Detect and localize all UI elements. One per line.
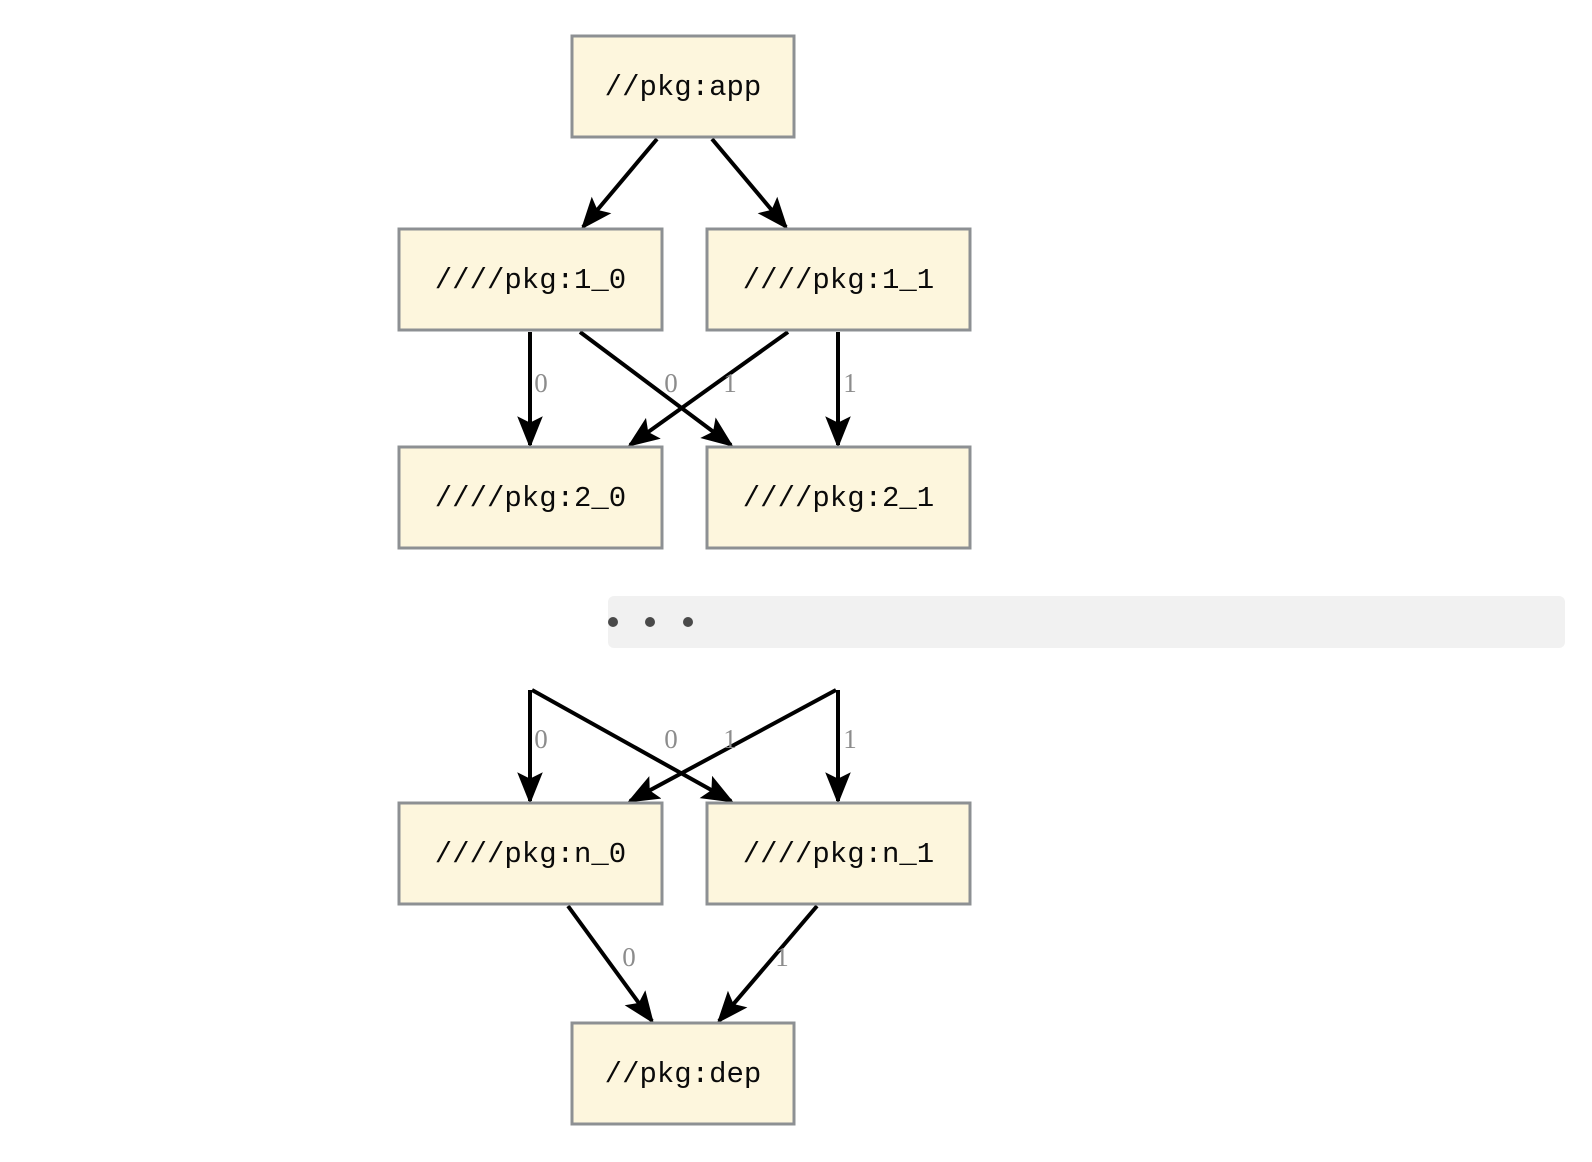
node-n1_1[interactable]: ////pkg:1_1: [705, 227, 972, 332]
node-box-n1_1[interactable]: [705, 227, 972, 332]
node-dep[interactable]: //pkg:dep: [570, 1021, 796, 1126]
node-box-dep[interactable]: [570, 1021, 796, 1126]
node-label-n1_1: ////pkg:1_1: [743, 264, 934, 297]
edge-label-1_1-to-2_1: 1: [843, 368, 857, 398]
ellipsis-separator: [608, 596, 1565, 648]
ellipsis-band: [608, 596, 1565, 648]
ellipsis-dot-0: [608, 617, 618, 627]
edge-1_1-to-2_0: [627, 330, 790, 447]
node-nn_1[interactable]: ////pkg:n_1: [705, 801, 972, 906]
node-box-n1_0[interactable]: [397, 227, 664, 332]
node-n1_0[interactable]: ////pkg:1_0: [397, 227, 664, 332]
node-label-n2_0: ////pkg:2_0: [435, 482, 626, 515]
node-label-nn_0: ////pkg:n_0: [435, 838, 626, 871]
node-box-n2_0[interactable]: [397, 445, 664, 550]
node-app[interactable]: //pkg:app: [570, 34, 796, 139]
edge-app-to-1_1: [710, 137, 789, 230]
node-box-app[interactable]: [570, 34, 796, 139]
edge-label-hidden-to-n_0-cross: 1: [723, 724, 737, 754]
edge-app-to-1_0: [580, 137, 659, 230]
edge-label-1_0-to-2_1: 0: [664, 368, 678, 398]
node-label-n2_1: ////pkg:2_1: [743, 482, 934, 515]
edge-label-hidden-to-n_1: 1: [843, 724, 857, 754]
node-nn_0[interactable]: ////pkg:n_0: [397, 801, 664, 906]
edge-label-hidden-to-n_1-cross: 0: [664, 724, 678, 754]
node-label-dep: //pkg:dep: [605, 1058, 762, 1091]
node-n2_0[interactable]: ////pkg:2_0: [397, 445, 664, 550]
node-box-n2_1[interactable]: [705, 445, 972, 550]
nodes-layer: //pkg:app ////pkg:1_0 ////pkg:1_1 ////pkg:2…: [397, 34, 972, 1126]
node-label-nn_1: ////pkg:n_1: [743, 838, 934, 871]
node-label-app: //pkg:app: [605, 71, 762, 104]
edge-hidden-to-n_0-cross: [627, 688, 837, 803]
edge-label-1_1-to-2_0: 1: [723, 368, 737, 398]
edge-label-hidden-to-n_0: 0: [534, 724, 548, 754]
edge-label-n_0-to-dep: 0: [622, 942, 636, 972]
edge-label-1_0-to-2_0: 0: [534, 368, 548, 398]
node-n2_1[interactable]: ////pkg:2_1: [705, 445, 972, 550]
edge-n_1-to-dep: [716, 904, 819, 1024]
edge-label-n_1-to-dep: 1: [775, 942, 789, 972]
edges-layer: 0 0 1 1 0 0 1 1 0 1: [517, 137, 857, 1024]
node-box-nn_0[interactable]: [397, 801, 664, 906]
edge-n_0-to-dep: [566, 904, 654, 1024]
node-label-n1_0: ////pkg:1_0: [435, 264, 626, 297]
node-box-nn_1[interactable]: [705, 801, 972, 906]
ellipsis-dot-2: [683, 617, 693, 627]
ellipsis-dot-1: [645, 617, 655, 627]
edge-1_0-to-2_1: [578, 330, 734, 447]
edge-hidden-to-n_1-cross: [531, 688, 734, 803]
